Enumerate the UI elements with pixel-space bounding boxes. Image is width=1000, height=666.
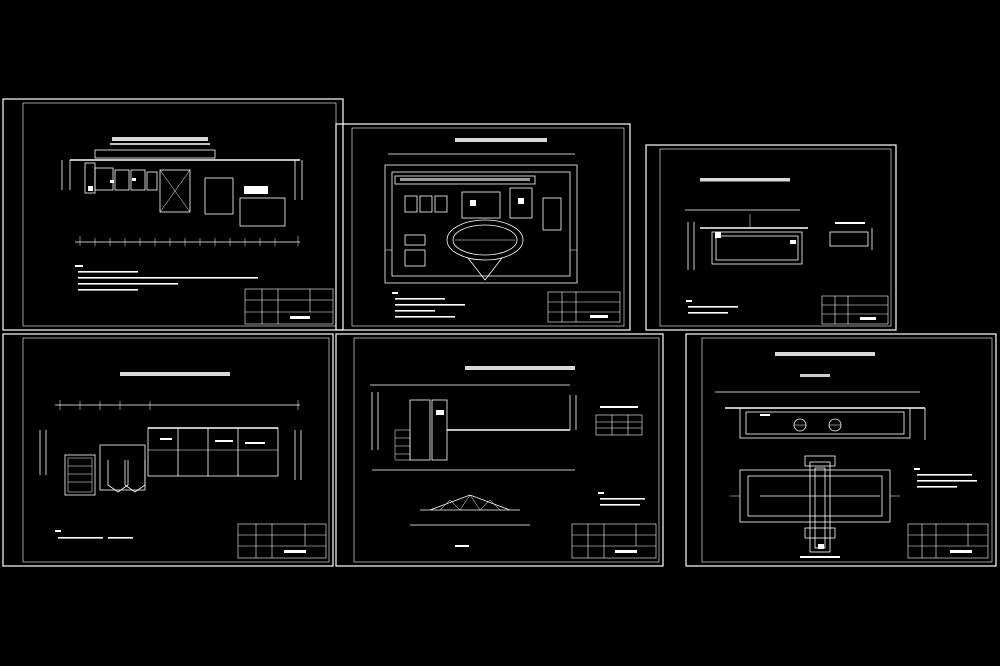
- sheet-border: [2, 98, 344, 331]
- title-block-icon: [571, 523, 657, 559]
- drawing-sheet-4[interactable]: [2, 333, 334, 567]
- section-view: [61, 149, 303, 227]
- sheet-border: [335, 333, 664, 567]
- notes-block: [598, 492, 645, 506]
- drawing-frame: [22, 337, 330, 563]
- section-view: [39, 427, 302, 496]
- drawing-frame: [353, 337, 660, 563]
- notes-block: [914, 468, 977, 488]
- view-label: [800, 374, 830, 377]
- sheet-border: [645, 144, 897, 331]
- drawing-title: [465, 366, 575, 370]
- section-view: [715, 391, 926, 440]
- title-block-icon: [244, 288, 334, 325]
- title-block-icon: [907, 523, 989, 559]
- drawing-frame: [659, 148, 892, 327]
- legend-table: [595, 406, 643, 436]
- drawing-frame: [22, 102, 337, 327]
- sheet-border: [2, 333, 334, 567]
- truss-detail: [410, 494, 530, 547]
- drawing-frame: [701, 337, 993, 563]
- dimension-line-icon: [55, 400, 300, 410]
- drawing-sheet-3[interactable]: [645, 144, 897, 331]
- sheet-border: [685, 333, 997, 567]
- drawing-sheet-6[interactable]: [685, 333, 997, 567]
- sheet-border: [335, 123, 631, 331]
- title-block-icon: [547, 291, 621, 323]
- drawing-title: [120, 372, 230, 376]
- title-block-icon: [237, 523, 327, 559]
- section-view: [685, 209, 873, 270]
- dimension-line-icon: [75, 236, 300, 246]
- notes-block: [686, 300, 738, 314]
- notes-block: [55, 530, 133, 539]
- drawing-sheet-1[interactable]: [2, 98, 344, 331]
- notes-block: [392, 292, 465, 318]
- drawing-title: [700, 178, 790, 182]
- drawing-title: [775, 352, 875, 356]
- plan-view: [384, 153, 578, 284]
- section-view: [370, 384, 577, 471]
- drawing-title: [455, 138, 547, 142]
- drawing-sheet-5[interactable]: [335, 333, 664, 567]
- drawing-title: [112, 137, 208, 141]
- plan-view: [730, 455, 900, 558]
- notes-block: [75, 265, 258, 291]
- drawing-sheet-2[interactable]: [335, 123, 631, 331]
- title-block-icon: [821, 295, 889, 325]
- drawing-frame: [351, 127, 625, 327]
